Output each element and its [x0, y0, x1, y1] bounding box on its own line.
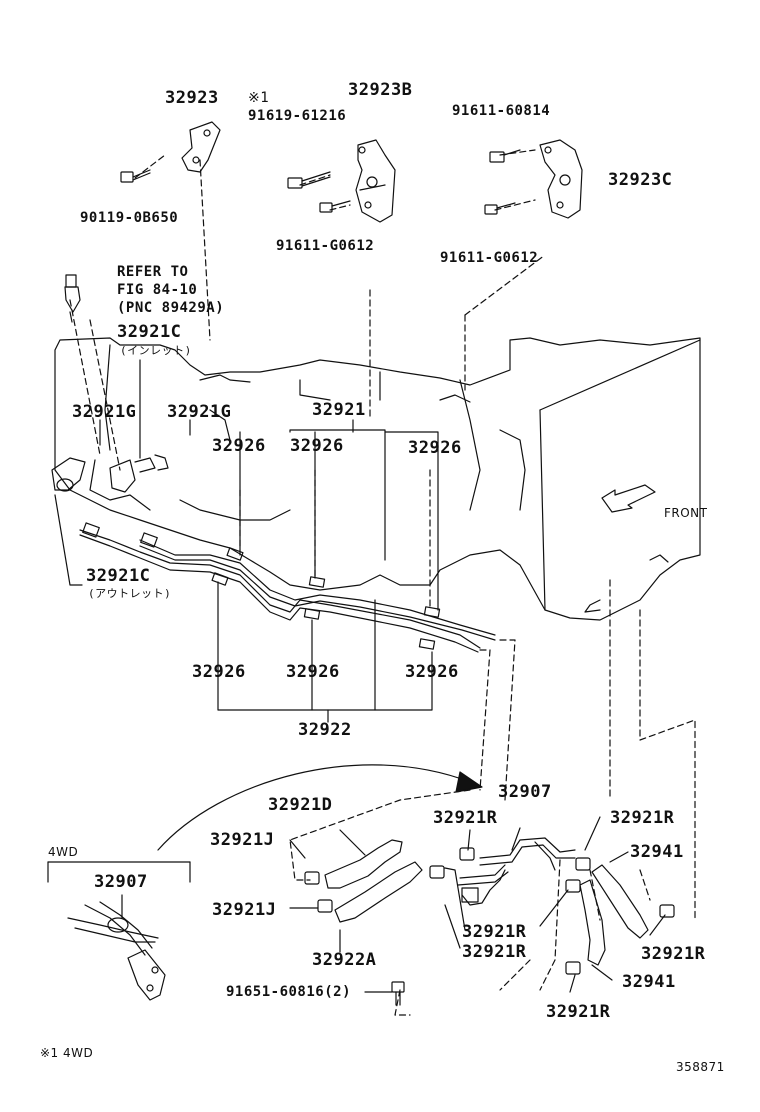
inset-4wd	[48, 862, 190, 1000]
front-arrow-icon	[602, 485, 655, 512]
label-32922A: 32922A	[312, 950, 377, 970]
label-32926-1: 32926	[212, 436, 266, 456]
label-32921D: 32921D	[268, 795, 333, 815]
figure-number: 358871	[676, 1060, 725, 1074]
label-refer-pnc: (PNC 89429A)	[117, 300, 225, 316]
bolt-91619	[288, 172, 330, 188]
label-32922: 32922	[298, 720, 352, 740]
label-32926-2: 32926	[290, 436, 344, 456]
hose-32941-lower	[580, 880, 605, 965]
label-outlet: (アウトレット)	[88, 587, 172, 600]
label-32923: 32923	[165, 88, 219, 108]
label-front: FRONT	[664, 506, 708, 520]
curved-arrow	[158, 765, 482, 850]
label-32921J-1: 32921J	[210, 830, 275, 850]
hose-32922A	[335, 862, 422, 922]
label-91619-61216: 91619-61216	[248, 108, 347, 124]
label-32926-5: 32926	[286, 662, 340, 682]
label-4wd: 4WD	[48, 845, 79, 859]
label-32921G-left: 32921G	[72, 402, 137, 422]
bolt-91651	[392, 982, 404, 1005]
label-32921R-3: 32921R	[462, 922, 527, 942]
label-32926-3: 32926	[408, 438, 462, 458]
bolt-91611-60814	[490, 150, 520, 162]
label-32923C: 32923C	[608, 170, 673, 190]
leader-lines-solid	[55, 360, 665, 992]
hose-32921D	[325, 840, 402, 888]
bolt-90119	[121, 170, 150, 182]
bracket-32923	[182, 122, 220, 172]
label-90119-0B650: 90119-0B650	[80, 210, 179, 226]
cooler-pipes	[80, 523, 495, 652]
footnote: ※1 4WD	[40, 1046, 94, 1060]
clamps-32921R-J	[305, 848, 674, 974]
pipe-assembly-32907	[458, 838, 575, 905]
label-32941-1: 32941	[630, 842, 684, 862]
label-32921R-4: 32921R	[462, 942, 527, 962]
label-refer-fig: FIG 84-10	[117, 282, 198, 298]
label-32907-inset: 32907	[94, 872, 148, 892]
label-refer-to: REFER TO	[117, 264, 189, 280]
label-32921G-right: 32921G	[167, 402, 232, 422]
bolt-91611-a	[320, 201, 350, 212]
fitting-89429A	[65, 275, 80, 322]
label-32941-2: 32941	[622, 972, 676, 992]
hose-32941-upper	[592, 865, 648, 938]
label-32921R-5: 32921R	[641, 944, 706, 964]
label-32921: 32921	[312, 400, 366, 420]
label-inlet: (インレット)	[120, 344, 192, 357]
label-32921C-inlet: 32921C	[117, 322, 182, 342]
label-32926-6: 32926	[405, 662, 459, 682]
bracket-32923B	[356, 140, 395, 222]
label-91611-G0612-b: 91611-G0612	[440, 250, 539, 266]
label-32921R-6: 32921R	[546, 1002, 611, 1022]
label-91611-G0612-a: 91611-G0612	[276, 238, 375, 254]
label-32921R-1: 32921R	[433, 808, 498, 828]
label-32921C-outlet: 32921C	[86, 566, 151, 586]
label-91611-60814: 91611-60814	[452, 103, 551, 119]
label-32921J-2: 32921J	[212, 900, 277, 920]
transmission-housing	[55, 338, 700, 620]
label-note-mark: ※1	[248, 90, 270, 106]
label-32923B: 32923B	[348, 80, 413, 100]
label-91651-60816: 91651-60816(2)	[226, 984, 352, 1000]
label-32921R-2: 32921R	[610, 808, 675, 828]
bracket-32923C	[540, 140, 582, 218]
label-32907: 32907	[498, 782, 552, 802]
union-fitting-outlet	[52, 458, 85, 491]
union-fitting-inlet	[110, 455, 168, 492]
label-32926-4: 32926	[192, 662, 246, 682]
bolt-91611-b	[485, 203, 515, 214]
